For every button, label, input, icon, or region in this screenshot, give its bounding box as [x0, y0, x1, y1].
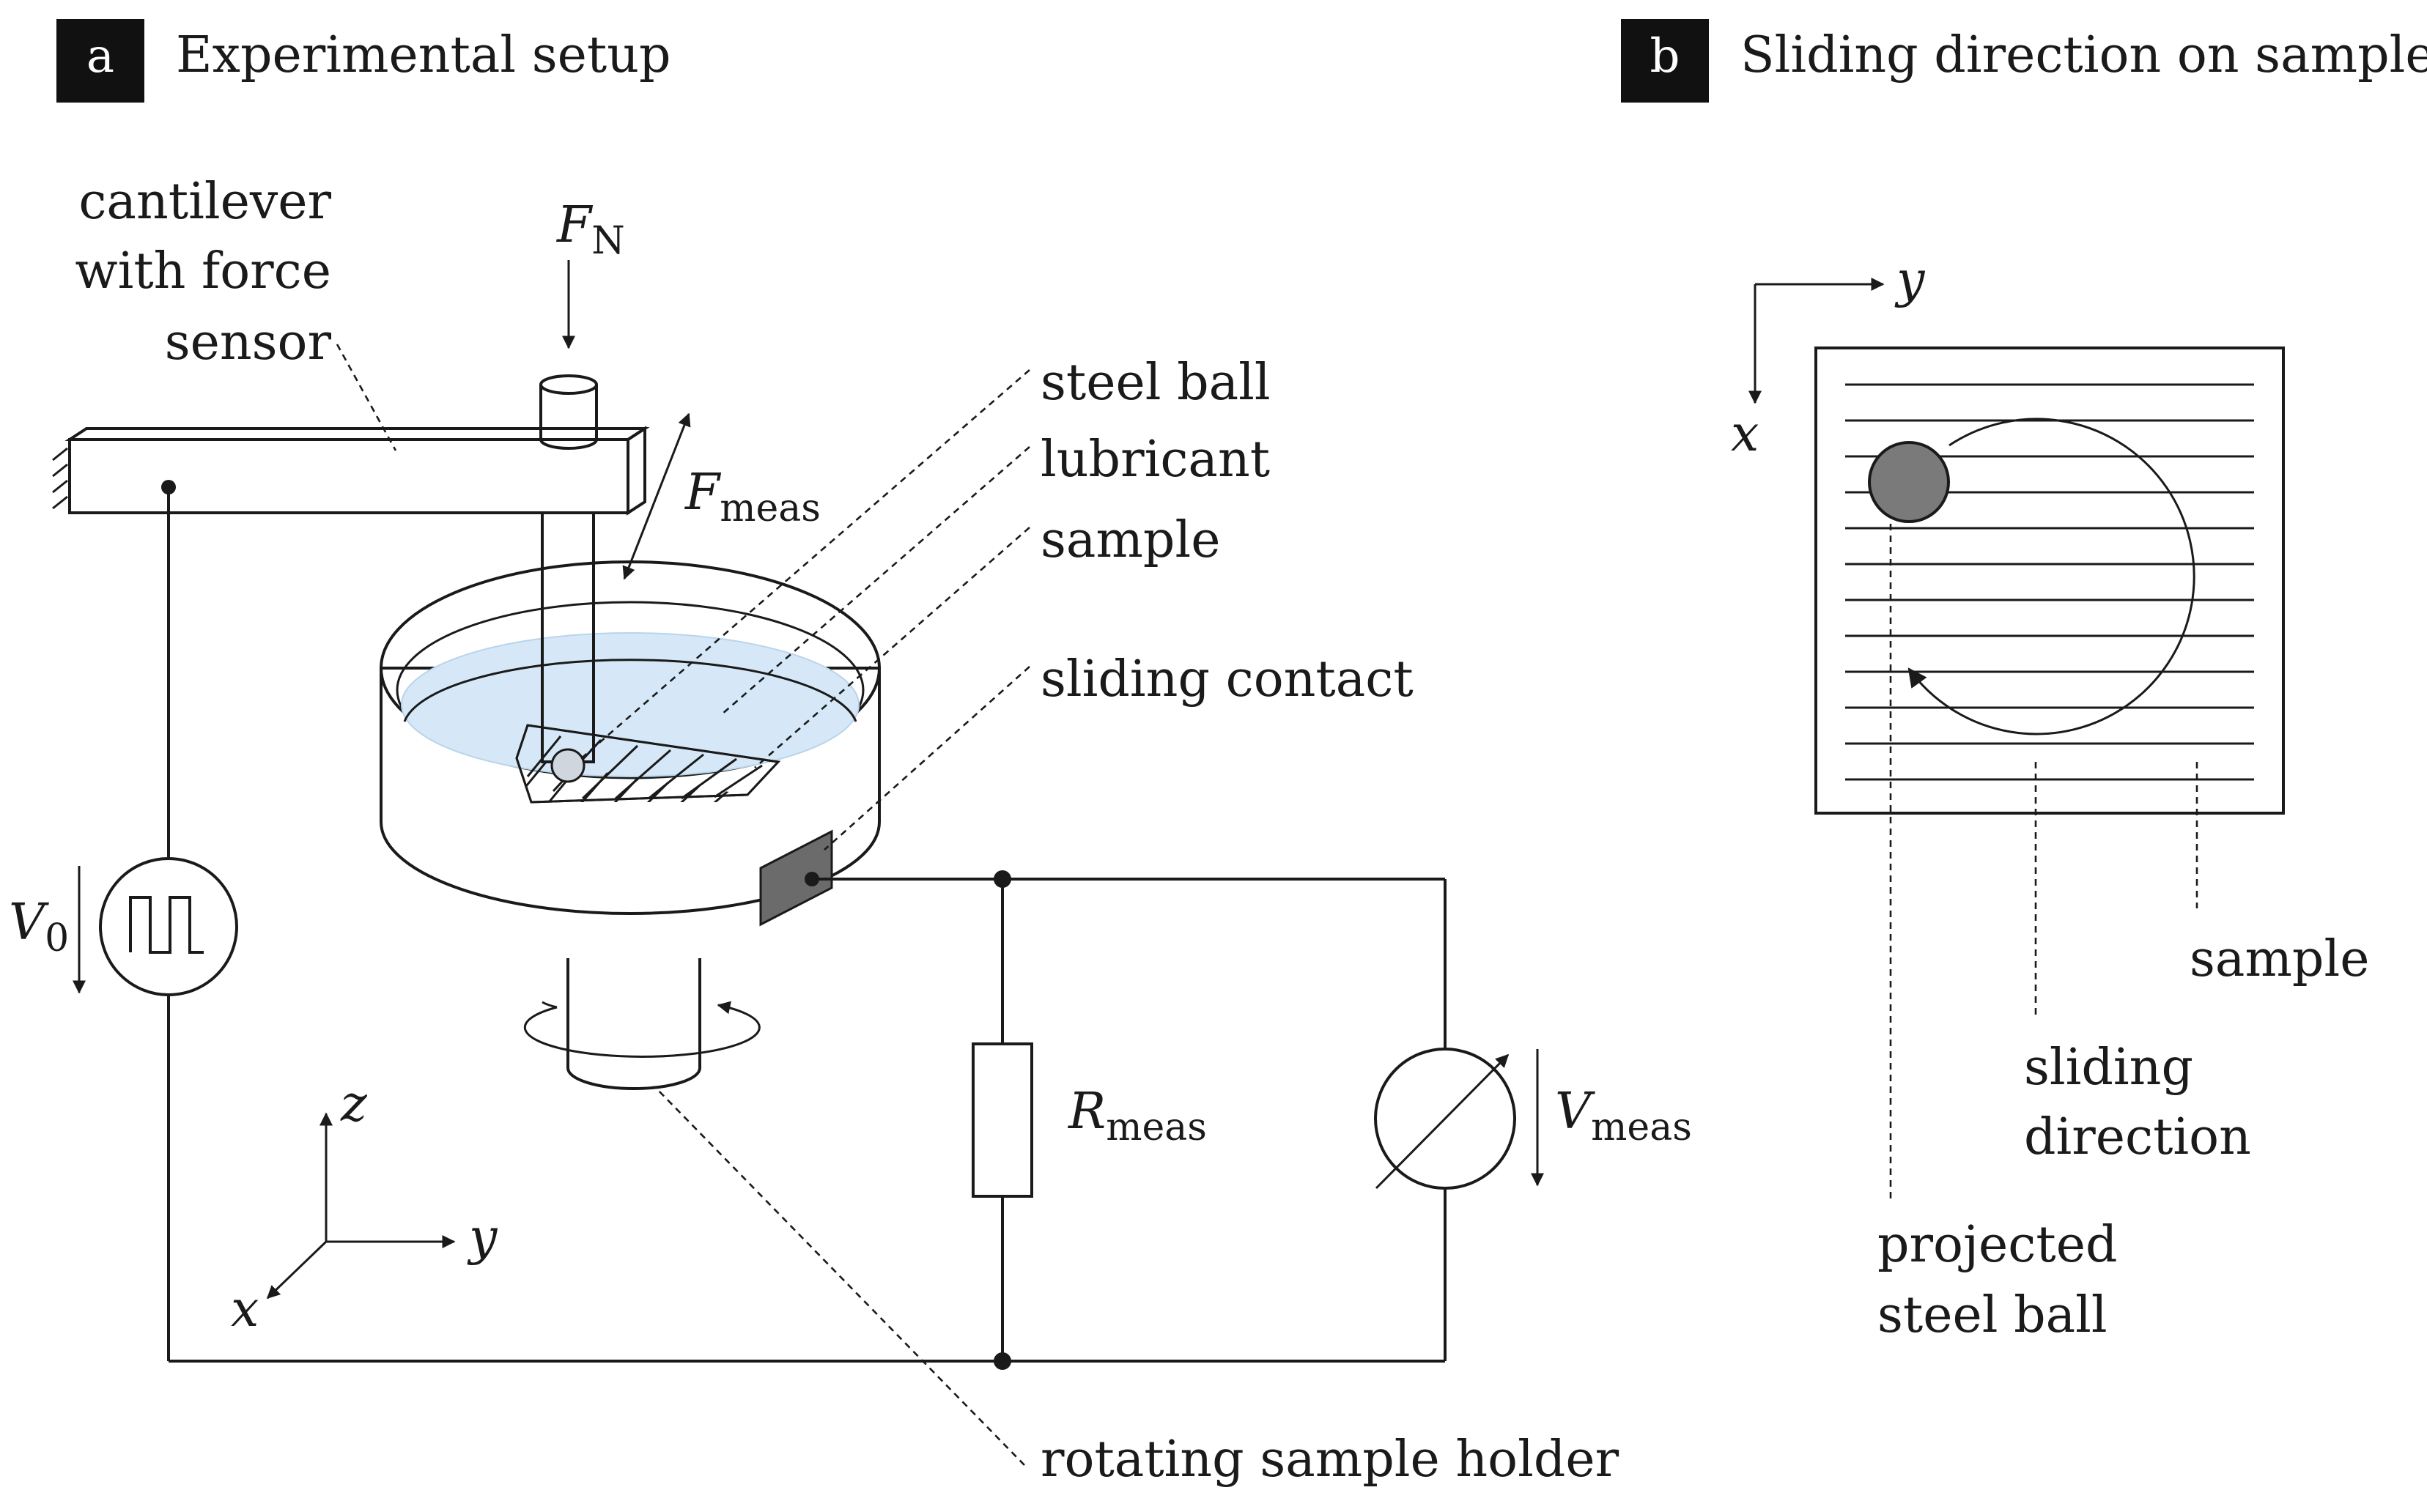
- cantilever: [52, 426, 650, 516]
- resistor-rmeas: [972, 1042, 1033, 1198]
- leader-lubricant: [721, 446, 1030, 715]
- rmeas-label: Rmeas: [1067, 1083, 1207, 1149]
- label-b-sliding-2: direction: [2024, 1108, 2251, 1166]
- leader-rotating-holder: [655, 1087, 1025, 1466]
- fmeas-arrow: [622, 412, 691, 580]
- projected-ball: [1868, 441, 1950, 523]
- label-b-projected-2: steel ball: [1877, 1286, 2108, 1344]
- label-lubricant: lubricant: [1041, 431, 1270, 489]
- label-b-sample: sample: [2190, 930, 2369, 988]
- rotating-stem: [523, 958, 761, 1090]
- leader-sample: [754, 527, 1030, 768]
- label-sample: sample: [1041, 511, 1220, 569]
- cantilever-wall-hatch: [52, 447, 68, 510]
- label-sliding-contact: sliding contact: [1041, 651, 1414, 708]
- panel-a-tag-box: [56, 19, 144, 103]
- panel-a: a Experimental setup: [9, 19, 1692, 1489]
- leader-sliding-contact: [824, 666, 1030, 850]
- sample-square: [1814, 346, 2285, 815]
- label-cantilever-3: sensor: [165, 314, 332, 371]
- sliding-contact-block: [759, 829, 833, 927]
- panel-a-tag: a: [86, 29, 114, 84]
- panel-b-title: Sliding direction on sample: [1740, 26, 2427, 84]
- panel-b-tag: b: [1650, 29, 1680, 84]
- axes-a: z y x: [231, 1075, 498, 1338]
- node-bottom: [994, 1352, 1011, 1370]
- node-top: [994, 870, 1011, 888]
- axis-b-x: x: [1731, 405, 1759, 463]
- square-wave-icon: [129, 896, 204, 954]
- panel-b-tag-box: [1621, 19, 1709, 103]
- label-steel-ball: steel ball: [1041, 354, 1271, 412]
- axis-a-z: z: [340, 1075, 368, 1133]
- label-b-projected-1: projected: [1877, 1216, 2117, 1274]
- circuit: [99, 487, 1516, 1370]
- label-b-sliding-1: sliding: [2024, 1039, 2193, 1097]
- fmeas-label: Fmeas: [684, 464, 821, 530]
- probe-rod: [539, 374, 598, 783]
- sample-holder-cup: [380, 560, 881, 915]
- axis-b-y: y: [1894, 251, 1926, 309]
- axis-a-y: y: [467, 1209, 498, 1267]
- label-cantilever-2: with force: [75, 242, 331, 300]
- leader-steel-ball: [578, 369, 1030, 761]
- label-rotating-holder: rotating sample holder: [1041, 1431, 1619, 1489]
- axis-a-x: x: [231, 1281, 259, 1338]
- steel-ball: [550, 748, 585, 783]
- v0-label: V0: [9, 894, 69, 960]
- leader-cantilever: [336, 344, 397, 451]
- label-cantilever-1: cantilever: [78, 173, 331, 231]
- panel-b: b Sliding direction on sample y x: [1621, 19, 2427, 1344]
- fn-label: FN: [555, 196, 625, 263]
- sliding-direction-path: [1907, 418, 2195, 735]
- vmeas-label: Vmeas: [1555, 1083, 1692, 1149]
- voltmeter-needle-icon: [1375, 1053, 1510, 1190]
- panel-a-title: Experimental setup: [176, 26, 671, 84]
